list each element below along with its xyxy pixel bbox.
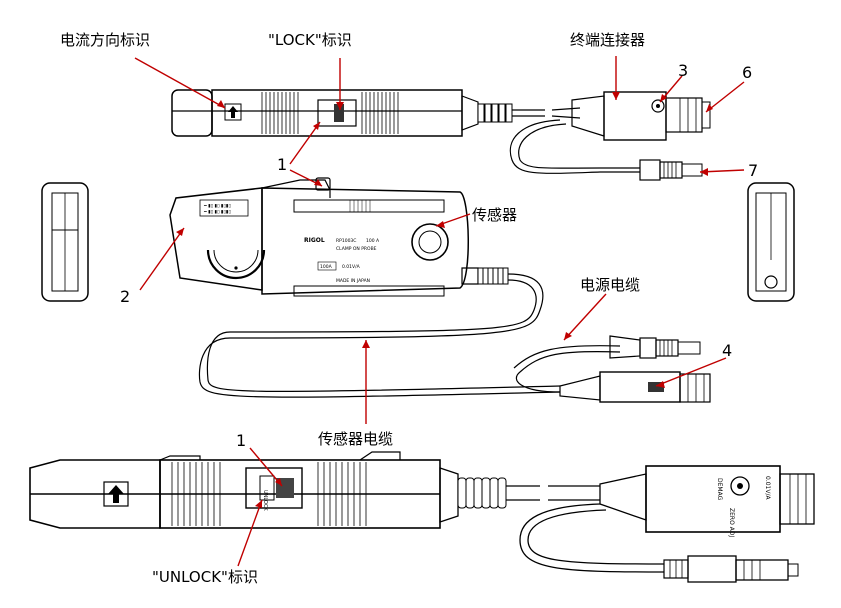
unlock-text: UNLOCK [262, 490, 268, 511]
direction-arrow-icon [224, 103, 242, 121]
probe-brand: RIGOL [304, 237, 325, 244]
callout-3: 3 [678, 61, 688, 80]
probe-range: 100A [320, 264, 333, 270]
bnc-output[interactable] [701, 101, 711, 129]
label-unlock-mark: "UNLOCK"标识 [152, 568, 258, 586]
svg-text:━ ▮▯ ▮▯ ▮▯▮▯: ━ ▮▯ ▮▯ ▮▯▮▯ [203, 210, 231, 215]
bnc-output-large[interactable] [779, 473, 815, 525]
strain-relief-top [477, 103, 513, 123]
leader-arrows [134, 56, 745, 567]
strain-relief-bottom [457, 477, 507, 509]
label-sensor-cable: 传感器电缆 [318, 430, 393, 448]
power-plug-top [639, 159, 703, 181]
callout-7: 7 [748, 161, 758, 180]
terminal-connector-bottom: DEMAG ZERO ADJ 0.01V/A [599, 465, 815, 537]
connector-latch[interactable] [648, 382, 664, 392]
arrow-up-icon-large [108, 485, 124, 503]
lock-slider-knob[interactable] [334, 104, 344, 122]
power-plug-bottom [663, 555, 799, 583]
callout-2: 2 [120, 287, 130, 306]
bottom-probe: UNLOCK [29, 451, 600, 529]
probe-made-in: MADE IN JAPAN [336, 278, 370, 284]
zero-adj-text: ZERO ADJ [728, 508, 735, 537]
power-plug-middle [609, 335, 701, 359]
callout-1-top: 1 [277, 155, 287, 174]
probe-type: CLAMP ON PROBE [336, 246, 377, 252]
jaw-opening [206, 249, 266, 280]
callout-1-bottom: 1 [236, 431, 246, 450]
zero-adjust-knob[interactable] [651, 99, 665, 113]
side-view-left [41, 182, 89, 302]
direction-arrow-icon-large [103, 481, 129, 507]
side-view-right [747, 182, 795, 302]
strain-relief-main [477, 267, 509, 285]
label-power-cable: 电源电缆 [580, 276, 640, 294]
arrow-up-icon [228, 106, 238, 118]
main-probe: ━ ▮▯ ▮▯ ▮▯▮▯ ━ ▮▯ ▮▯ ▮▯▮▯ RIGOL RP1003C … [169, 177, 509, 297]
terminal-connector-middle [559, 371, 711, 403]
probe-model: RP1003C [336, 238, 356, 244]
label-sensor: 传感器 [472, 206, 517, 224]
label-lock-mark: "LOCK"标识 [268, 31, 352, 49]
probe-ratio: 0.01V/A [342, 264, 361, 270]
probe-model-suffix: 100 A [366, 238, 380, 244]
label-current-direction: 电流方向标识 [60, 31, 150, 49]
svg-text:━ ▮▯ ▮▯ ▮▯▮▯: ━ ▮▯ ▮▯ ▮▯▮▯ [203, 204, 231, 209]
callout-4: 4 [722, 341, 732, 360]
ratio-text: 0.01V/A [764, 476, 771, 500]
terminal-connector-top [571, 91, 711, 141]
top-probe [171, 89, 581, 137]
zero-adjust-knob-large[interactable] [730, 476, 750, 496]
demag-text: DEMAG [716, 478, 723, 501]
label-terminal-connector: 终端连接器 [570, 31, 645, 49]
unlock-slider[interactable] [245, 467, 303, 509]
lock-slider[interactable] [317, 99, 357, 127]
callout-6: 6 [742, 63, 752, 82]
